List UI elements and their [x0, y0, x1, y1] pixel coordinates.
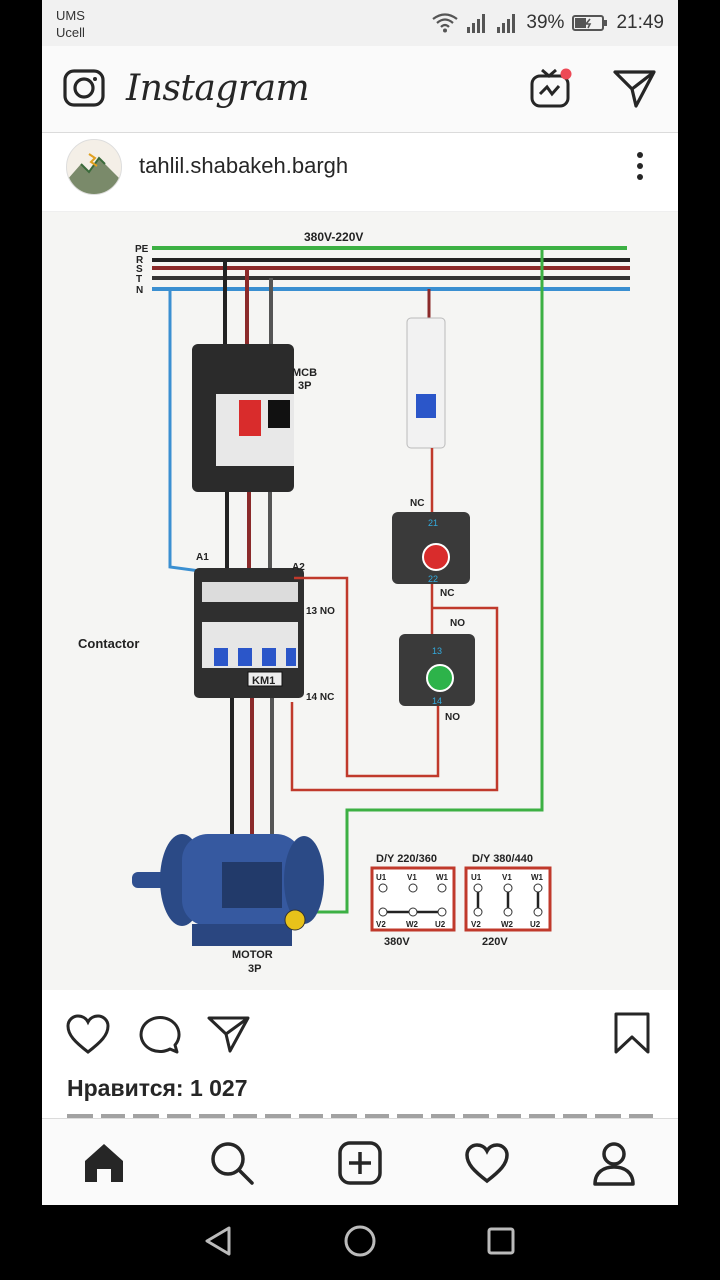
- start-pushbutton: [399, 634, 475, 706]
- mcb-label: MCB: [292, 367, 317, 379]
- km1-label: KM1: [252, 675, 275, 687]
- post-header: tahlil.shabakeh.bargh: [42, 133, 678, 212]
- bus-label-pe: PE: [135, 244, 149, 255]
- start-13-label: 13: [432, 646, 442, 656]
- likes-count[interactable]: Нравится: 1 027: [67, 1075, 248, 1101]
- start-no-bottom-label: NO: [445, 712, 460, 723]
- home-icon[interactable]: [80, 1139, 128, 1187]
- app-header: Instagram: [42, 46, 678, 133]
- star-voltage-label: 380V: [384, 936, 410, 948]
- start-no-top-label: NO: [450, 618, 465, 629]
- star-terminal-w1: W1: [436, 873, 449, 882]
- like-icon[interactable]: [65, 1013, 111, 1055]
- motor-3p: [132, 834, 324, 946]
- control-breaker: [406, 317, 446, 449]
- contactor-label: Contactor: [78, 636, 139, 651]
- start-14-label: 14: [432, 696, 442, 706]
- bus-label-t: T: [136, 274, 142, 285]
- delta-voltage-label: 220V: [482, 936, 508, 948]
- post-image[interactable]: 380V-220V PE R S T N MCB: [42, 212, 678, 990]
- share-icon[interactable]: [206, 1015, 252, 1055]
- system-nav-bar: [0, 1205, 720, 1280]
- back-icon[interactable]: [203, 1225, 235, 1257]
- avatar-image: [67, 140, 121, 194]
- clock: 21:49: [616, 12, 664, 33]
- coil-a1-label: A1: [196, 552, 209, 563]
- caption-cutoff: [67, 1108, 653, 1120]
- battery-icon: [572, 15, 608, 31]
- motor-label: MOTOR: [232, 949, 273, 961]
- delta-title: D/Y 380/440: [472, 853, 533, 865]
- status-icons: 39% 21:49: [432, 12, 664, 34]
- delta-terminal-u1: U1: [471, 873, 482, 882]
- igtv-icon[interactable]: [528, 64, 576, 112]
- direct-icon[interactable]: [612, 68, 658, 110]
- star-terminal-w2: W2: [406, 920, 419, 929]
- post-username[interactable]: tahlil.shabakeh.bargh: [139, 153, 349, 178]
- more-options-icon[interactable]: [636, 151, 644, 181]
- delta-terminal-v2: V2: [471, 920, 481, 929]
- battery-percent: 39%: [526, 12, 565, 33]
- star-terminal-u2: U2: [435, 920, 446, 929]
- bus-label-s: S: [136, 264, 143, 275]
- wifi-icon: [432, 13, 459, 33]
- signal-icon: [467, 14, 486, 33]
- delta-terminal-box: [464, 866, 552, 932]
- instagram-logo: Instagram: [126, 68, 310, 109]
- stop-21-label: 21: [428, 518, 438, 528]
- delta-terminal-w2: W2: [501, 920, 514, 929]
- star-terminal-v2: V2: [376, 920, 386, 929]
- home-circle-icon[interactable]: [343, 1224, 377, 1258]
- wiring-diagram: 380V-220V PE R S T N MCB: [78, 230, 630, 975]
- star-terminal-u1: U1: [376, 873, 387, 882]
- aux-13-label: 13 NO: [306, 606, 335, 617]
- star-terminal-box: [370, 866, 456, 932]
- camera-icon[interactable]: [62, 68, 106, 108]
- stop-nc-top-label: NC: [410, 498, 424, 509]
- profile-icon[interactable]: [590, 1139, 638, 1187]
- search-icon[interactable]: [208, 1139, 256, 1187]
- avatar[interactable]: [66, 139, 122, 195]
- bottom-nav: [42, 1118, 678, 1205]
- app-screen: UMS Ucell 39%: [42, 0, 678, 1205]
- motor-poles-label: 3P: [248, 963, 261, 975]
- stop-pushbutton: [392, 512, 470, 584]
- delta-terminal-v1: V1: [502, 873, 512, 882]
- voltage-label: 380V-220V: [304, 230, 363, 244]
- coil-a2-label: A2: [292, 562, 305, 573]
- mcb-poles-label: 3P: [298, 380, 311, 392]
- status-bar: UMS Ucell 39%: [42, 0, 678, 46]
- carrier-name: UMS: [56, 8, 85, 23]
- bus-label-r: R: [136, 255, 144, 266]
- stop-22-label: 22: [428, 574, 438, 584]
- mcb-breaker: [192, 344, 294, 492]
- add-icon[interactable]: [336, 1139, 384, 1187]
- star-title: D/Y 220/360: [376, 853, 437, 865]
- post-actions: [42, 995, 678, 1070]
- carrier-info: UMS Ucell: [56, 7, 85, 41]
- signal-icon: [497, 14, 516, 33]
- delta-terminal-w1: W1: [531, 873, 544, 882]
- aux-14-label: 14 NC: [306, 692, 334, 703]
- notification-dot: [560, 68, 572, 80]
- bus-label-n: N: [136, 285, 143, 296]
- bookmark-icon[interactable]: [613, 1011, 651, 1055]
- delta-terminal-u2: U2: [530, 920, 541, 929]
- star-terminal-v1: V1: [407, 873, 417, 882]
- stop-nc-bottom-label: NC: [440, 588, 454, 599]
- comment-icon[interactable]: [137, 1013, 181, 1055]
- carrier-sub: Ucell: [56, 25, 85, 40]
- heart-icon[interactable]: [463, 1139, 511, 1187]
- recents-icon[interactable]: [486, 1226, 516, 1256]
- contactor-km1: [194, 568, 304, 698]
